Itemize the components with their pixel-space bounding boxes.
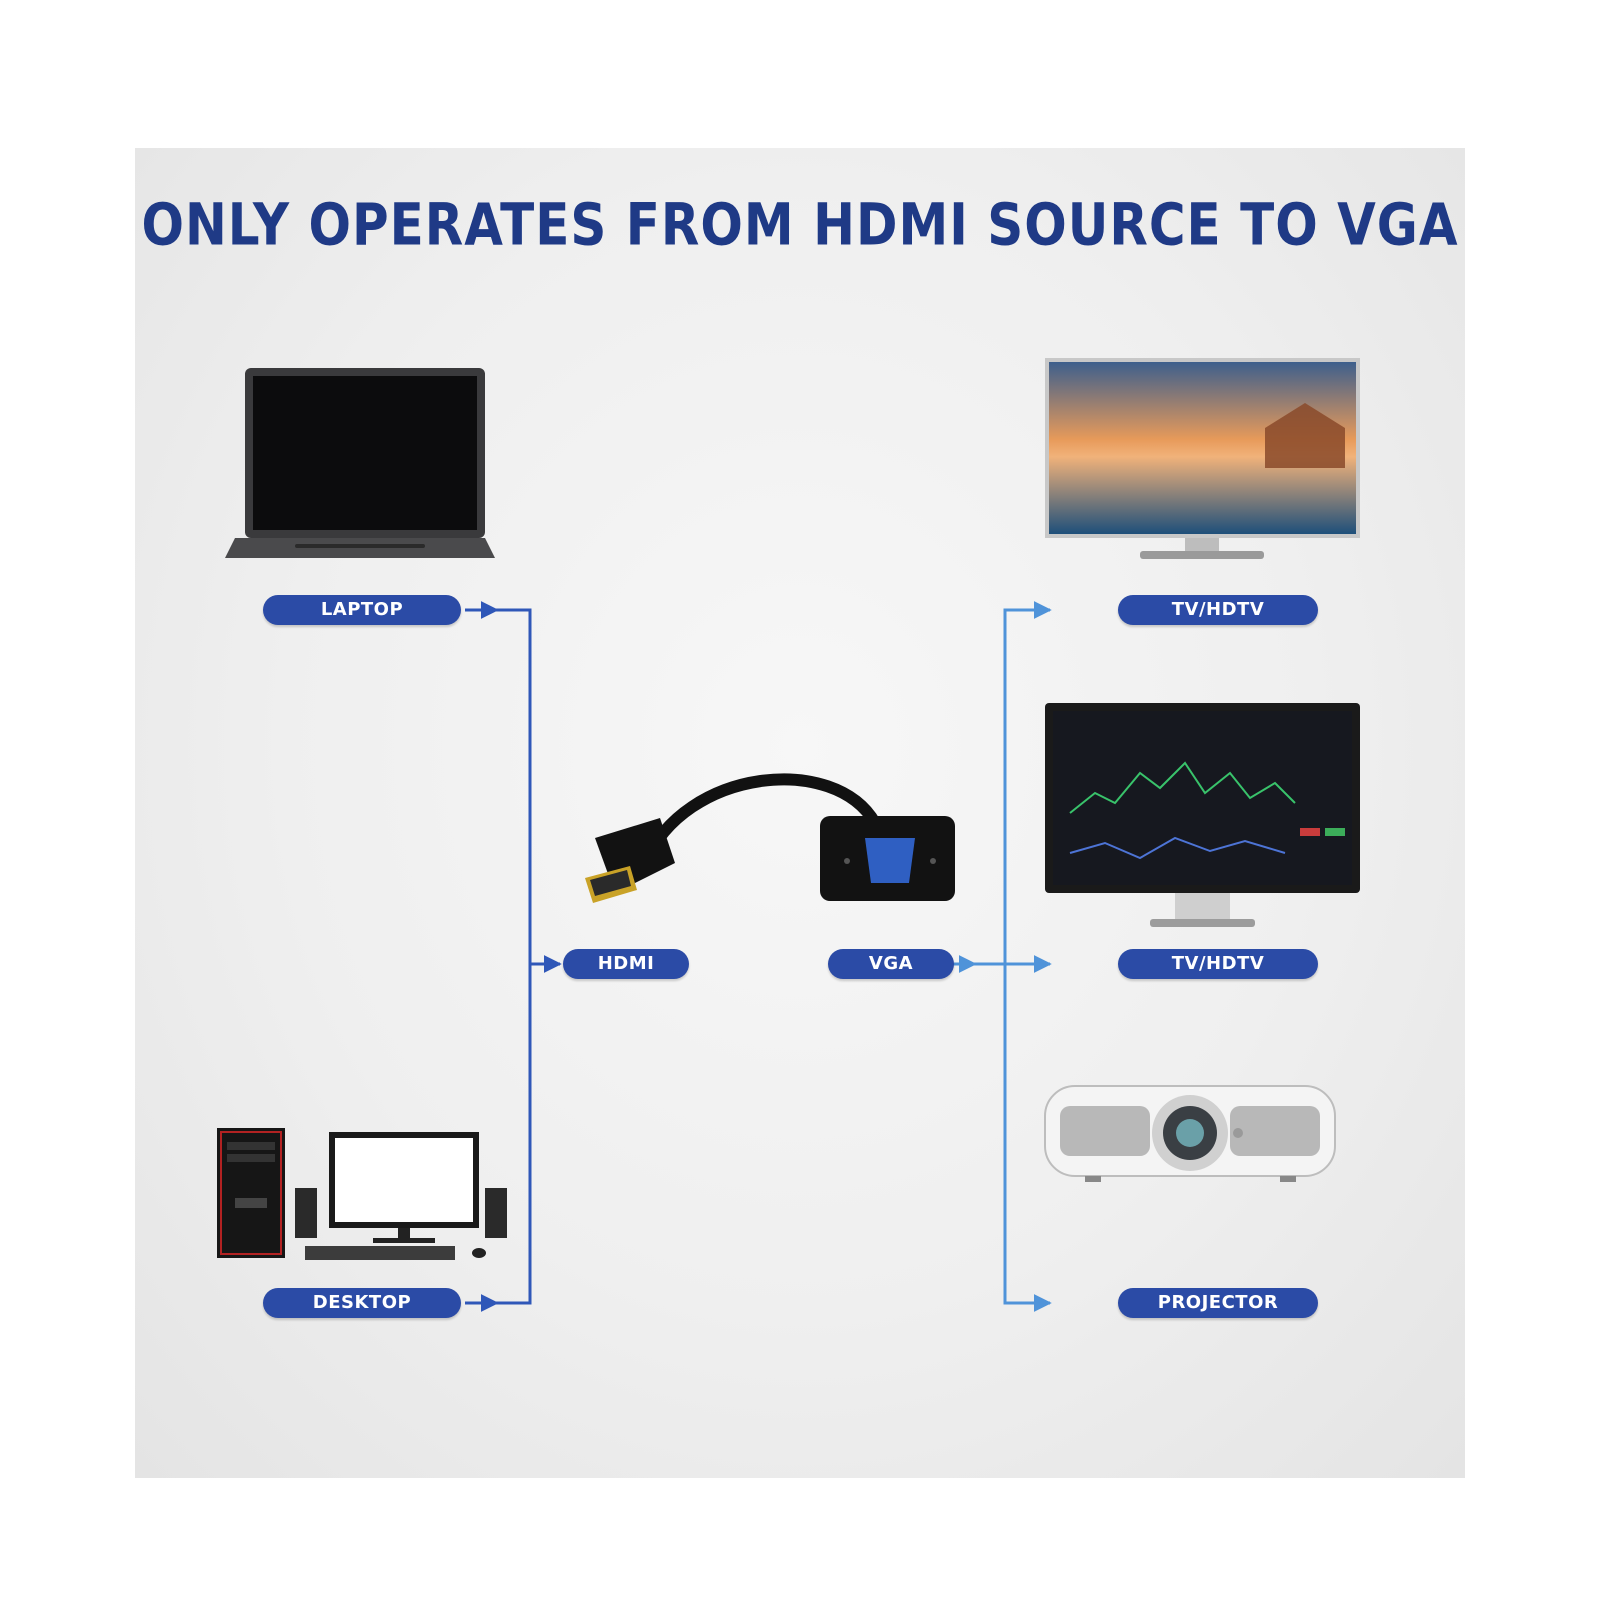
projector-icon bbox=[1044, 1085, 1336, 1182]
hdmi-vga-adapter-icon bbox=[585, 773, 955, 903]
monitor-icon bbox=[1045, 703, 1360, 927]
vga-label: VGA bbox=[828, 949, 954, 979]
tv-icon bbox=[1045, 358, 1360, 559]
tv-hdtv-top-label: TV/HDTV bbox=[1118, 595, 1318, 625]
diagram-panel: ONLY OPERATES FROM HDMI SOURCE TO VGA bbox=[135, 148, 1465, 1478]
tv-hdtv-middle-label: TV/HDTV bbox=[1118, 949, 1318, 979]
desktop-computer-icon bbox=[217, 1128, 507, 1260]
connection-lines bbox=[465, 601, 1052, 1312]
diagram-title: ONLY OPERATES FROM HDMI SOURCE TO VGA bbox=[141, 191, 1459, 259]
laptop-label: LAPTOP bbox=[263, 595, 461, 625]
display-lines bbox=[947, 601, 1052, 1312]
hdmi-label: HDMI bbox=[563, 949, 689, 979]
projector-label: PROJECTOR bbox=[1118, 1288, 1318, 1318]
laptop-icon bbox=[225, 368, 495, 558]
source-lines bbox=[465, 601, 562, 1312]
desktop-label: DESKTOP bbox=[263, 1288, 461, 1318]
